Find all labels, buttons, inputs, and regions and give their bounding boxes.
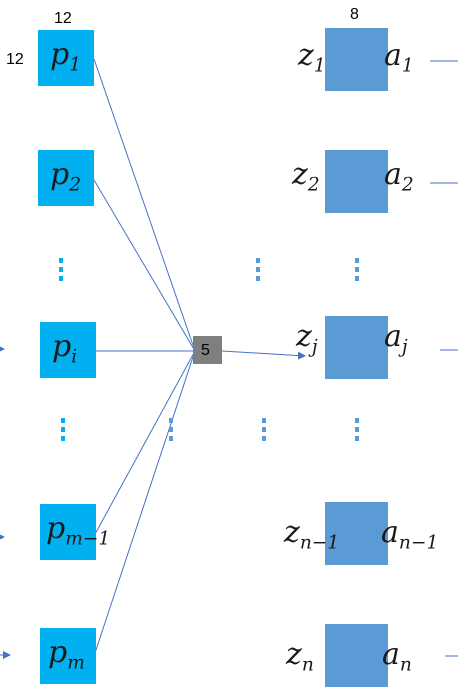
z-label-1: z1	[298, 38, 326, 77]
input-node-p2	[38, 150, 94, 206]
input-label-p2: p2	[50, 157, 82, 196]
edge-pm-hub	[93, 350, 196, 657]
z-label-j: zj	[296, 319, 318, 358]
input-label-pm1: pm−1	[46, 511, 111, 550]
ellipsis-neurons-lower	[355, 418, 359, 445]
ellipsis-edges-lower-right	[262, 418, 266, 445]
hub-label: 5	[201, 342, 210, 359]
z-label-2: z2	[292, 157, 320, 196]
neuron-node-1	[325, 28, 388, 91]
input-label-pm: pm	[48, 635, 85, 674]
a-label-2: a2	[384, 157, 414, 196]
input-node-pm1	[40, 504, 96, 560]
input-label-pi: pi	[52, 329, 78, 368]
ellipsis-edges-upper	[256, 258, 260, 285]
a-label-n-1: an−1	[381, 515, 439, 554]
ellipsis-inputs-lower	[61, 418, 65, 445]
edge-p1-hub	[93, 58, 196, 352]
a-label-j: aj	[384, 319, 408, 358]
input-label-p1: p1	[50, 37, 82, 76]
ellipsis-inputs-upper	[59, 258, 63, 285]
edge-pm1-hub	[93, 350, 196, 537]
ellipsis-neurons-upper	[355, 258, 359, 285]
z-label-n: zn	[286, 637, 314, 676]
neuron-node-n	[325, 624, 388, 687]
z-label-n-1: zn−1	[284, 515, 340, 554]
neuron-node-j	[325, 316, 388, 379]
input-node-p1	[38, 30, 94, 86]
ellipsis-edges-lower-left	[169, 418, 173, 445]
edge-p2-hub	[93, 179, 196, 352]
edge-hub-zj	[221, 350, 306, 360]
measure-input-height: 12	[6, 51, 24, 68]
a-label-n: an	[382, 637, 412, 676]
input-node-pm	[40, 628, 96, 684]
neuron-node-n-1	[325, 502, 388, 565]
measure-neuron-width: 8	[350, 6, 359, 23]
neuron-node-2	[325, 150, 388, 213]
hub-node	[193, 336, 222, 364]
measure-input-width: 12	[54, 10, 72, 27]
input-node-pi	[40, 322, 96, 378]
a-label-1: a1	[384, 38, 414, 77]
